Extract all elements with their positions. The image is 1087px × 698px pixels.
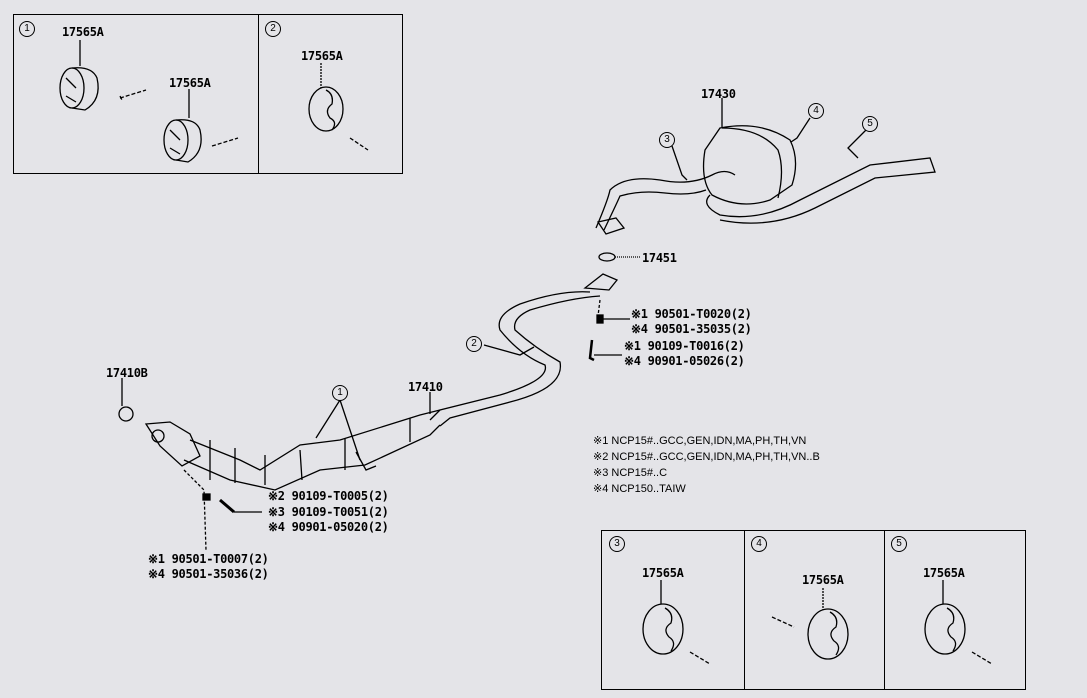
inset-3-marker: 3	[609, 536, 625, 552]
callout-2: 2	[466, 336, 482, 352]
gasket-ring-icon	[118, 406, 134, 422]
inset-1-label-a: 17565A	[62, 25, 104, 39]
hanger-rod-icon	[349, 137, 369, 151]
hanger-rod-icon	[771, 616, 795, 628]
inset-1-marker: 1	[19, 21, 35, 37]
fastener-upper-2: ※4 90501-35035(2)	[631, 322, 752, 336]
part-17430-label: 17430	[701, 87, 736, 101]
callout-3: 3	[659, 132, 675, 148]
hanger-rubber-icon	[59, 67, 99, 111]
fastener-bolt-2: ※3 90109-T0051(2)	[268, 505, 389, 519]
fastener-nut-2: ※4 90501-35036(2)	[148, 567, 269, 581]
fastener-upper-1: ※1 90501-T0020(2)	[631, 307, 752, 321]
note-4: ※4 NCP150..TAIW	[593, 483, 686, 495]
callout-4: 4	[808, 103, 824, 119]
fastener-bolt-1: ※2 90109-T0005(2)	[268, 489, 389, 503]
hanger-rubber-icon	[163, 119, 202, 163]
part-17410B-label: 17410B	[106, 366, 148, 380]
hanger-rod-icon	[689, 651, 711, 665]
fastener-nut-1: ※1 90501-T0007(2)	[148, 552, 269, 566]
inset-1-label-b: 17565A	[169, 76, 211, 90]
fastener-upper-4: ※4 90901-05026(2)	[624, 354, 745, 368]
inset-2-label: 17565A	[301, 49, 343, 63]
inset-5-marker: 5	[891, 536, 907, 552]
callout-5: 5	[862, 116, 878, 132]
note-3: ※3 NCP15#..C	[593, 467, 668, 479]
tail-pipe-muffler	[595, 125, 936, 235]
hanger-rod-icon	[211, 137, 239, 147]
inset-4-marker: 4	[751, 536, 767, 552]
bolt-icon	[219, 498, 235, 514]
hanger-rod-icon	[971, 651, 993, 665]
inset-2-marker: 2	[265, 21, 281, 37]
note-1: ※1 NCP15#..GCC,GEN,IDN,MA,PH,TH,VN	[593, 435, 807, 447]
hanger-rod-icon	[119, 89, 147, 101]
fastener-bolt-3: ※4 90901-05020(2)	[268, 520, 389, 534]
nut-icon	[202, 493, 211, 501]
hanger-rubber-icon	[924, 603, 966, 655]
front-pipe-catalytic-converter	[144, 409, 441, 491]
hanger-rubber-icon	[807, 608, 849, 660]
inset-2	[258, 14, 403, 174]
hanger-rubber-icon	[642, 603, 684, 655]
note-2: ※2 NCP15#..GCC,GEN,IDN,MA,PH,TH,VN..B	[593, 451, 820, 463]
inset-4-label: 17565A	[802, 573, 844, 587]
hanger-rubber-icon	[308, 86, 344, 132]
inset-5-label: 17565A	[923, 566, 965, 580]
fastener-upper-3: ※1 90109-T0016(2)	[624, 339, 745, 353]
inset-5	[884, 530, 1026, 690]
part-17410-label: 17410	[408, 380, 443, 394]
callout-1: 1	[332, 385, 348, 401]
bolt-icon	[588, 339, 595, 362]
part-17451-label: 17451	[642, 251, 677, 265]
inset-3-label: 17565A	[642, 566, 684, 580]
center-pipe	[429, 273, 619, 427]
